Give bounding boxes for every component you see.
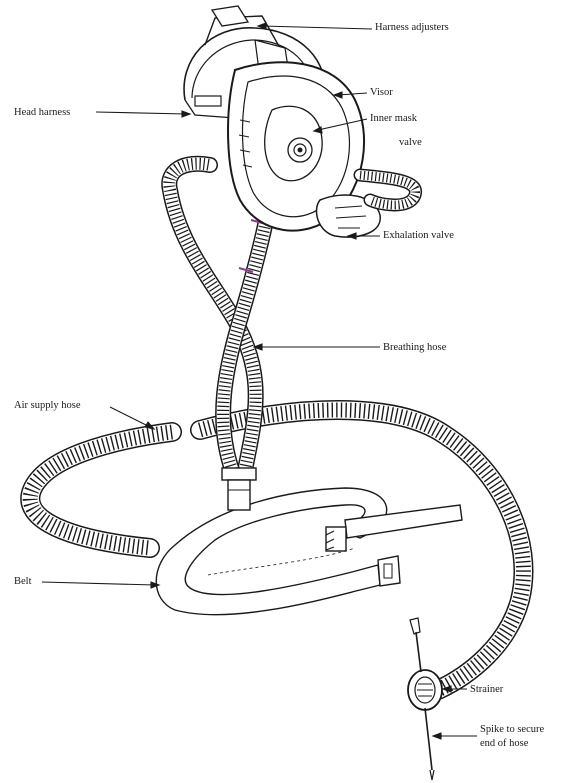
label-harness-adjusters: Harness adjusters <box>375 21 449 34</box>
label-exhalation-valve: Exhalation valve <box>383 229 454 242</box>
label-strainer: Strainer <box>470 683 503 696</box>
belt <box>156 488 462 615</box>
belt-buckle-male <box>326 527 346 551</box>
label-belt: Belt <box>14 575 32 588</box>
belt-buckle-female <box>378 556 400 586</box>
air-supply-hose-left <box>30 432 172 548</box>
label-head-harness: Head harness <box>14 106 70 119</box>
label-breathing-hose: Breathing hose <box>383 341 446 354</box>
strainer <box>408 670 442 710</box>
label-valve: valve <box>399 136 422 149</box>
label-inner-mask: Inner mask <box>370 112 417 125</box>
label-spike-line1: Spike to secure <box>480 723 544 736</box>
label-air-supply-hose: Air supply hose <box>14 399 81 412</box>
label-visor: Visor <box>370 86 393 99</box>
label-spike-line2: end of hose <box>480 737 528 750</box>
